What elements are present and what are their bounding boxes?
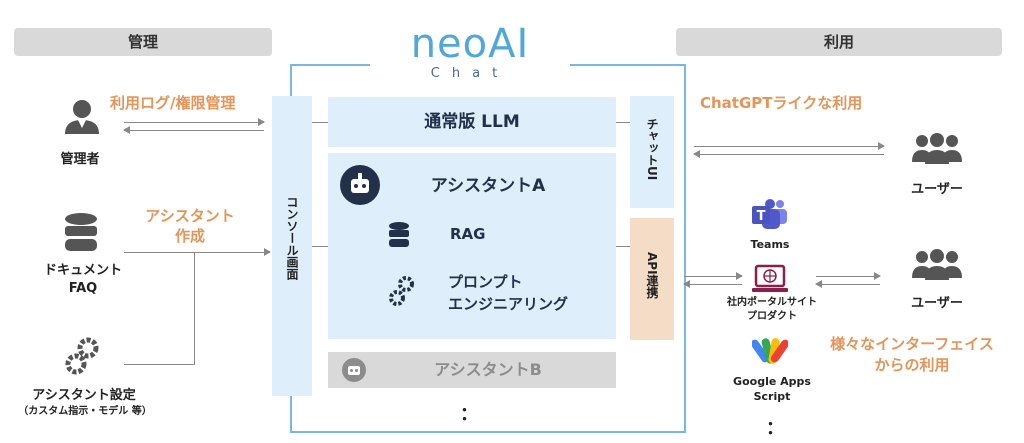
- robot-icon: [342, 358, 366, 382]
- user-label: ユーザー: [911, 296, 963, 311]
- users-group-icon: [912, 132, 962, 166]
- console-panel: コンソール画面: [272, 96, 312, 396]
- connector-line: [124, 252, 194, 253]
- teams-icon: T: [752, 198, 788, 230]
- chat-ui-panel: チャットUI: [630, 96, 674, 208]
- gear-icon: [64, 336, 102, 376]
- users-group-icon: [912, 248, 962, 282]
- connector-line: [616, 122, 630, 123]
- document-faq-label: ドキュメント FAQ: [43, 263, 122, 296]
- assistant-settings-sub: （カスタム指示・モデル 等）: [18, 406, 152, 417]
- teams-label: Teams: [750, 238, 790, 251]
- connector-line: [616, 246, 630, 247]
- connector-line: [124, 364, 195, 365]
- admin-label: 管理者: [60, 152, 100, 167]
- prompt-engineering-label: プロンプト エンジニアリング: [448, 273, 569, 313]
- connector-line: [312, 122, 328, 123]
- portal-label: 社内ポータルサイト プロダクト: [727, 297, 817, 322]
- rag-label: RAG: [450, 225, 486, 243]
- database-icon: [388, 221, 410, 249]
- arrow-right: [194, 248, 271, 256]
- section-header-usage: 利用: [676, 28, 1002, 56]
- console-label: コンソール画面: [285, 196, 299, 280]
- assistant-ellipsis: ：: [460, 404, 478, 425]
- interface-ellipsis: ：: [766, 418, 784, 439]
- admin-person-icon: [62, 96, 102, 136]
- assistant-settings-label: アシスタント設定: [32, 388, 136, 403]
- llm-label: 通常版 LLM: [424, 112, 520, 132]
- neoai-chat-logo: neoAI Chat: [370, 22, 570, 86]
- log-permission-label: 利用ログ/権限管理: [110, 94, 236, 112]
- laptop-portal-icon: [752, 264, 788, 294]
- arrow-left: [693, 150, 884, 158]
- svg-text:T: T: [757, 209, 766, 224]
- connector-line: [312, 246, 328, 247]
- connector-line: [194, 252, 195, 364]
- section-header-admin: 管理: [14, 28, 272, 56]
- google-apps-script-icon: [752, 334, 788, 370]
- llm-box: 通常版 LLM: [328, 97, 616, 147]
- api-label: API連携: [645, 252, 659, 299]
- logo-sub: Chat: [430, 66, 510, 81]
- assistant-a-box: アシスタントA RAG プロンプト エンジニアリング: [328, 153, 616, 339]
- gear-icon: [388, 275, 416, 307]
- arrow-left: [815, 280, 880, 288]
- assistant-b-box: アシスタントB: [328, 352, 616, 388]
- arrow-right: [694, 142, 885, 150]
- arrow-right: [816, 272, 881, 280]
- arrow-right: [124, 118, 265, 126]
- chat-ui-label: チャットUI: [645, 118, 659, 181]
- assistant-b-label: アシスタントB: [434, 360, 542, 379]
- various-interfaces-label: 様々なインターフェイス からの利用: [830, 335, 994, 374]
- arrow-left: [683, 280, 742, 288]
- chatgpt-usage-label: ChatGPTライクな利用: [700, 94, 863, 112]
- database-icon: [64, 212, 98, 252]
- logo-brand: neoAI: [410, 21, 530, 67]
- user-label: ユーザー: [911, 182, 963, 197]
- assistant-a-label: アシスタントA: [430, 176, 546, 196]
- gas-label: Google Apps Script: [733, 375, 811, 403]
- robot-icon: [340, 165, 380, 205]
- assistant-creation-label: アシスタント 作成: [145, 207, 235, 245]
- api-panel: API連携: [630, 218, 674, 340]
- arrow-right: [684, 272, 743, 280]
- arrow-left: [123, 126, 264, 134]
